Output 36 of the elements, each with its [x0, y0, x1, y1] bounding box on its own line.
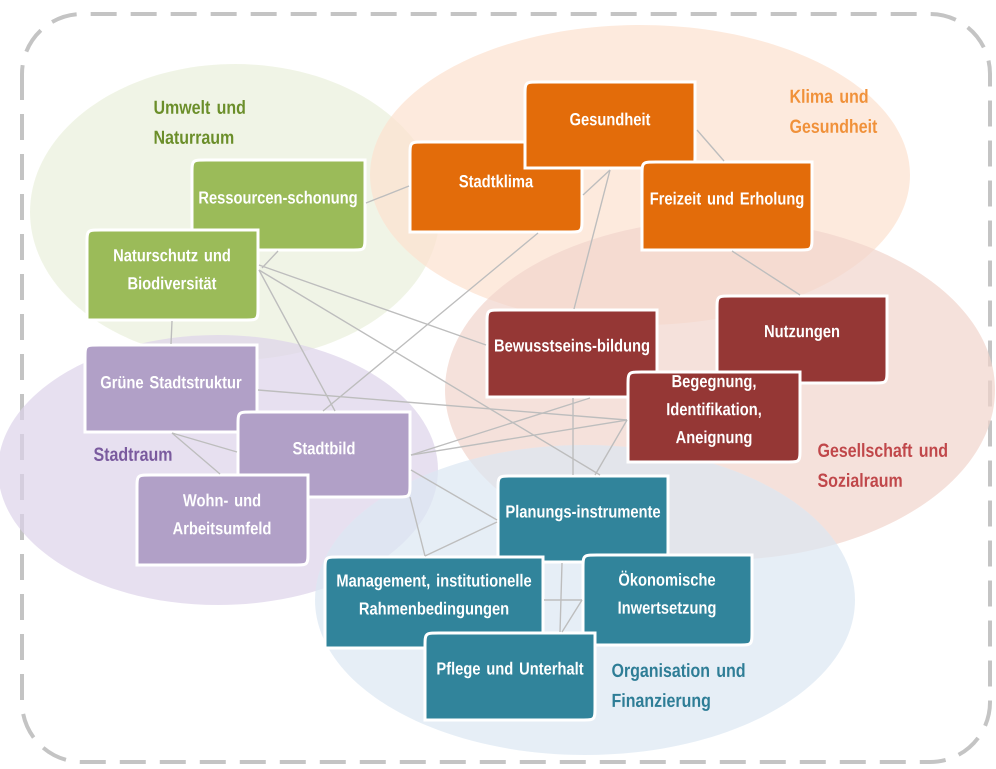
connector-line	[410, 419, 628, 456]
connector-line	[594, 420, 628, 476]
connector-line	[258, 389, 628, 421]
topic-box: Planungs-instrumente	[496, 474, 670, 564]
topic-box: Pflege und Unterhalt	[424, 632, 596, 722]
topic-box: Management, institutionelle Rahmenbedingungen	[324, 556, 544, 650]
connector-line	[409, 496, 426, 556]
connector-line	[258, 264, 486, 346]
connector-line	[582, 170, 610, 196]
topic-box: Ökonomische Inwertsetzung	[582, 554, 754, 646]
topic-box: Naturschutz und Biodiversität	[86, 228, 260, 322]
connector-line	[732, 250, 800, 296]
topic-box: Wohn- und Arbeitsumfeld	[136, 474, 310, 566]
connector-line	[322, 232, 538, 412]
connector-line	[410, 397, 590, 456]
connector-line	[559, 562, 563, 632]
connector-line	[410, 469, 498, 521]
topic-box: Begegnung, Identifikation, Aneignung	[626, 370, 802, 464]
connector-line	[366, 185, 410, 204]
connector-line	[696, 130, 725, 162]
topic-box: Bewusstseins-bildung	[486, 308, 658, 398]
connector-line	[544, 599, 582, 601]
connector-line	[561, 600, 583, 632]
topic-box: Gesundheit	[524, 80, 696, 170]
connector-line	[573, 170, 611, 310]
topic-box: Grüne Stadtstruktur	[84, 344, 258, 434]
connector-line	[172, 432, 238, 453]
connector-line	[424, 521, 498, 557]
connector-line	[170, 320, 173, 344]
connector-line	[572, 398, 574, 475]
connector-line	[262, 250, 279, 268]
connector-line	[258, 269, 600, 476]
topic-box: Freizeit und Erholung	[640, 160, 814, 252]
connector-line	[172, 432, 220, 475]
connector-line	[258, 270, 336, 412]
topic-box: Stadtklima	[408, 140, 584, 234]
